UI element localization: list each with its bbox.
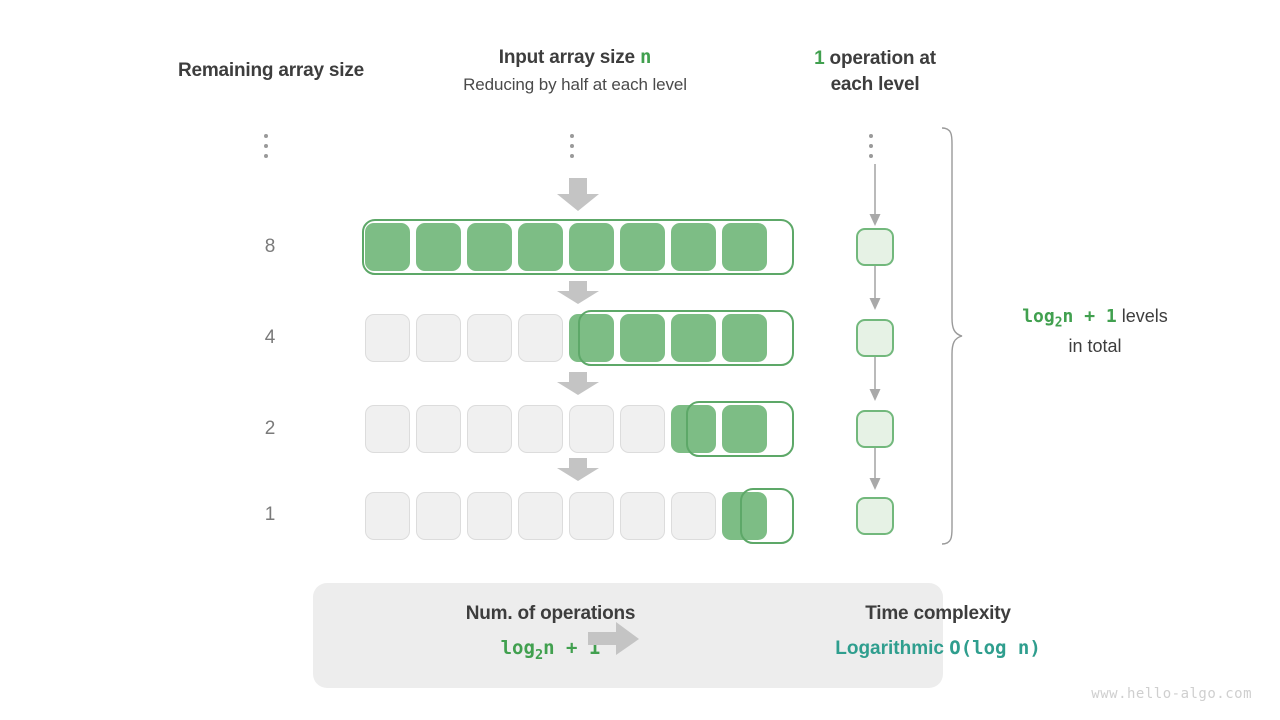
size-column-ellipsis-icon xyxy=(264,134,268,158)
watermark: www.hello-algo.com xyxy=(1091,686,1252,702)
size-label-row-0: 8 xyxy=(264,236,276,257)
levels-brace-icon xyxy=(941,127,963,545)
array-cell xyxy=(467,405,512,453)
array-cell xyxy=(569,405,614,453)
array-cell xyxy=(416,405,461,453)
levels-label-line2: in total xyxy=(1068,336,1122,357)
array-cell xyxy=(620,405,665,453)
array-cell xyxy=(518,314,563,362)
array-cell xyxy=(620,314,665,362)
levels-formula: log2n + 1 xyxy=(1022,306,1117,331)
header-input-title-text: Input array size xyxy=(498,47,640,68)
array-cell xyxy=(722,492,767,540)
array-column-ellipsis-icon xyxy=(570,134,574,158)
size-label-row-2: 2 xyxy=(264,418,276,439)
array-cell xyxy=(518,405,563,453)
array-cell xyxy=(416,492,461,540)
array-cell xyxy=(365,223,410,271)
levels-label-line1: levels xyxy=(1121,306,1168,326)
array-cell xyxy=(467,314,512,362)
array-row-cells xyxy=(362,401,770,457)
array-cell xyxy=(416,223,461,271)
levels-total-annotation: log2n + 1 levels in total xyxy=(985,303,1205,359)
array-cell xyxy=(569,492,614,540)
array-cell xyxy=(569,223,614,271)
array-cell xyxy=(620,223,665,271)
operation-box xyxy=(856,228,894,266)
array-row xyxy=(362,310,794,366)
summary-operations-column: Num. of operations log2n + 1 xyxy=(338,603,763,663)
summary-operations-log: log xyxy=(500,637,535,659)
array-reduce-arrow-icon xyxy=(557,458,599,481)
array-row xyxy=(362,219,794,275)
array-cell xyxy=(671,405,716,453)
summary-operations-rest: n + 1 xyxy=(543,637,601,659)
ops-column-ellipsis-icon xyxy=(869,134,873,158)
levels-formula-rest: n + 1 xyxy=(1062,306,1117,327)
summary-complexity-title: Time complexity xyxy=(865,603,1011,624)
operation-box xyxy=(856,319,894,357)
array-cell xyxy=(365,492,410,540)
header-remaining-array-size: Remaining array size xyxy=(177,60,365,81)
array-cell xyxy=(467,492,512,540)
levels-formula-log: log xyxy=(1022,306,1055,327)
array-cell xyxy=(722,223,767,271)
array-cell xyxy=(722,405,767,453)
header-input-array-size-title: Input array size n xyxy=(395,46,755,69)
size-label-row-1: 4 xyxy=(264,327,276,348)
array-row xyxy=(362,401,794,457)
ops-connector-arrow-icon xyxy=(869,448,881,490)
array-reduce-arrow-icon xyxy=(557,178,599,211)
summary-panel: Num. of operations log2n + 1 Time comple… xyxy=(313,583,1041,688)
summary-right-arrow-icon xyxy=(588,622,639,655)
header-input-title-variable: n xyxy=(640,46,652,68)
array-cell xyxy=(467,223,512,271)
summary-complexity-value: Logarithmic O(log n) xyxy=(658,637,1218,660)
ops-connector-arrow-icon xyxy=(869,164,881,226)
operation-box xyxy=(856,410,894,448)
header-operations-count: 1 xyxy=(814,48,825,69)
header-operations-per-level: 1 operation at each level xyxy=(775,46,975,97)
array-cell xyxy=(416,314,461,362)
array-row-cells xyxy=(362,488,770,544)
array-cell xyxy=(722,314,767,362)
array-cell xyxy=(671,314,716,362)
array-cell xyxy=(671,492,716,540)
summary-operations-value: log2n + 1 xyxy=(338,637,763,663)
array-reduce-arrow-icon xyxy=(557,281,599,304)
header-input-array-size: Input array size n Reducing by half at e… xyxy=(395,46,755,95)
header-operations-text-line2: each level xyxy=(830,73,920,95)
levels-formula-base: 2 xyxy=(1054,315,1063,331)
summary-complexity-column: Time complexity Logarithmic O(log n) xyxy=(658,603,1218,660)
ops-connector-arrow-icon xyxy=(869,266,881,310)
summary-operations-base: 2 xyxy=(534,646,544,663)
array-row-cells xyxy=(362,219,770,275)
array-cell xyxy=(620,492,665,540)
array-cell xyxy=(569,314,614,362)
array-cell xyxy=(518,223,563,271)
array-row-cells xyxy=(362,310,770,366)
size-label-row-3: 1 xyxy=(264,504,276,525)
array-cell xyxy=(365,314,410,362)
header-operations-text-line1: operation at xyxy=(824,48,937,69)
summary-complexity-word: Logarithmic xyxy=(835,638,944,659)
summary-operations-title: Num. of operations xyxy=(465,603,636,624)
ops-connector-arrow-icon xyxy=(869,357,881,401)
operation-box xyxy=(856,497,894,535)
array-reduce-arrow-icon xyxy=(557,372,599,395)
array-cell xyxy=(671,223,716,271)
array-row xyxy=(362,488,794,544)
array-cell xyxy=(518,492,563,540)
summary-complexity-notation: O(log n) xyxy=(949,637,1041,659)
header-input-array-size-subtitle: Reducing by half at each level xyxy=(463,75,687,94)
array-cell xyxy=(365,405,410,453)
